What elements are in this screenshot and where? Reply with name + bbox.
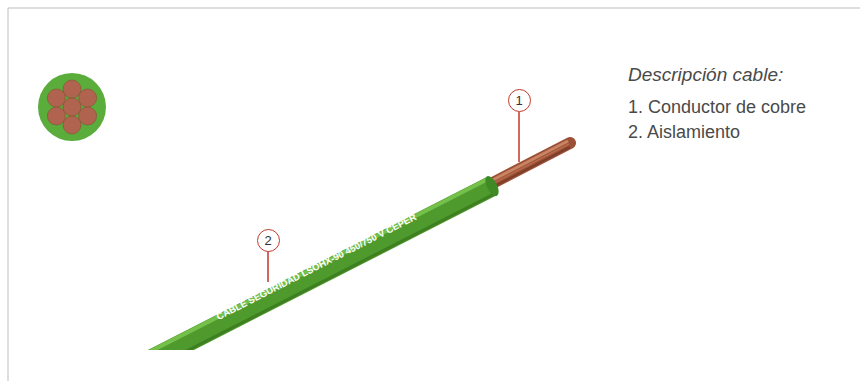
part-description: 2. Aislamiento bbox=[628, 122, 740, 143]
leader-line bbox=[518, 112, 520, 162]
cable-insulation bbox=[116, 179, 496, 350]
cable-marking: CABLE SEGURIDAD LSOHX-90 450/750 V CEPER bbox=[215, 212, 418, 322]
leader-line bbox=[267, 251, 269, 282]
part-description: 1. Conductor de cobre bbox=[628, 97, 806, 118]
cable-cross-section bbox=[38, 73, 106, 141]
insulation-end bbox=[483, 174, 502, 198]
callout-circle: 2 bbox=[257, 229, 280, 252]
callout-circle: 1 bbox=[508, 89, 531, 112]
frame-line bbox=[8, 8, 9, 381]
callout-number: 1 bbox=[515, 94, 522, 107]
legend-heading: Descripción cable: bbox=[628, 64, 783, 86]
frame-line bbox=[8, 8, 860, 9]
copper-conductor bbox=[485, 141, 570, 190]
callout-number: 2 bbox=[264, 234, 271, 247]
